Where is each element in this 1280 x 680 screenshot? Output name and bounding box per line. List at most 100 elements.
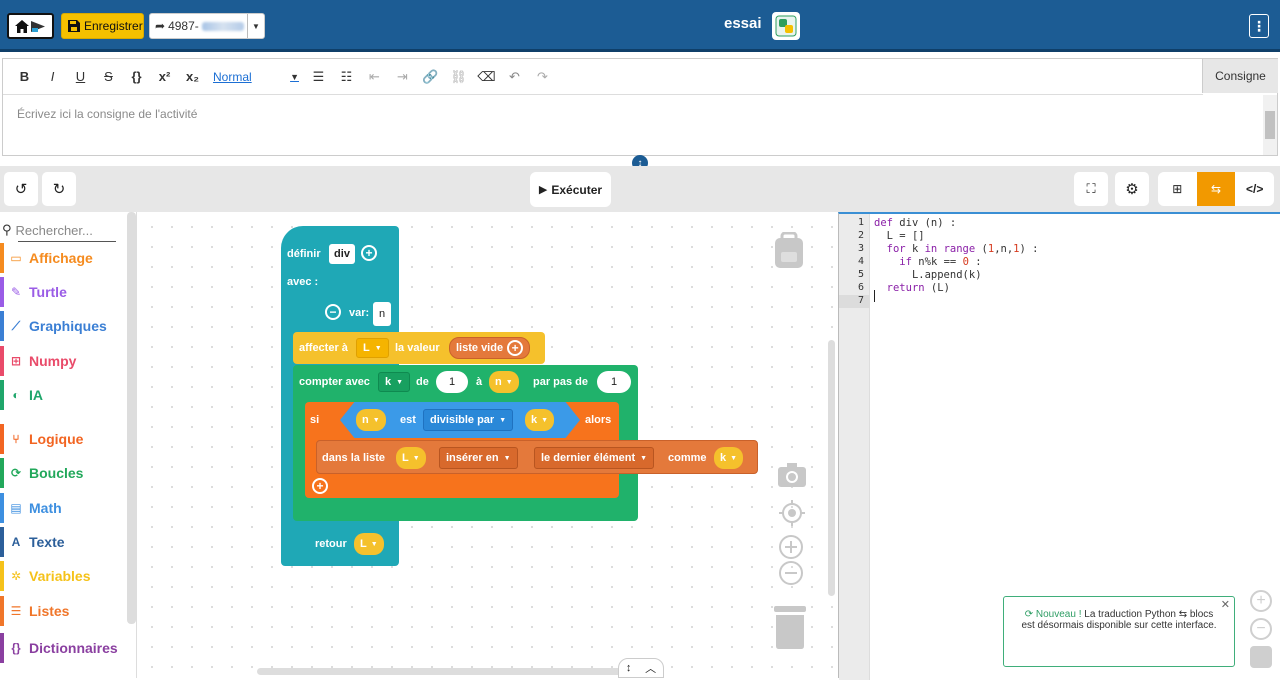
settings-button[interactable]: ⚙ [1115, 172, 1149, 206]
backpack-icon[interactable] [771, 231, 807, 273]
link-icon[interactable]: 🔗 [422, 68, 439, 84]
editor-scroll-thumb[interactable] [1265, 111, 1275, 139]
editor-toolbar: B I U S {} x² x₂ Normal▼ ☰ ☷ ⇤ ⇥ 🔗 ⛓ ⌫ ↶… [3, 59, 1203, 95]
toolbox-category[interactable]: ☰Listes [0, 596, 124, 626]
add-item-icon: + [507, 340, 524, 356]
code-zoom-out-button[interactable]: − [1250, 618, 1272, 640]
blocks-view-button[interactable]: ⊞ [1158, 172, 1197, 206]
strike-button[interactable]: S [104, 69, 113, 84]
execute-button[interactable]: ▶ Exécuter [530, 172, 611, 207]
insert-mode-dropdown[interactable]: insérer en▼ [439, 447, 518, 469]
instructions-placeholder[interactable]: Écrivez ici la consigne de l'activité [17, 107, 198, 121]
code-line[interactable]: L = [] [886, 230, 925, 242]
cond-left-var[interactable]: n▼ [356, 409, 386, 431]
toolbox-search[interactable]: ⚲ Rechercher... [0, 218, 118, 242]
loop-step-field[interactable]: 1 [597, 371, 631, 393]
toolbox-category[interactable]: ▤Math [0, 493, 124, 523]
indent-icon[interactable]: ⇥ [397, 68, 408, 84]
paragraph-style-select[interactable]: Normal▼ [213, 66, 299, 88]
more-menu-button[interactable]: ⋮ [1249, 14, 1269, 38]
loop-to-var[interactable]: n▼ [489, 371, 519, 393]
loop-var-dropdown[interactable]: k▼ [378, 372, 411, 392]
close-icon[interactable]: ✕ [1220, 599, 1230, 611]
caret-down-icon: ▼ [640, 454, 648, 462]
subscript-button[interactable]: x₂ [185, 69, 199, 84]
toolbox-category[interactable]: ⟳Boucles [0, 458, 124, 488]
code-line[interactable]: for k in range (1,n,1) : [886, 243, 1039, 255]
clear-format-icon[interactable]: ⌫ [477, 68, 496, 84]
recenter-icon[interactable] [779, 500, 805, 529]
caret-down-icon: ▼ [499, 416, 507, 424]
count-label: compter avec [299, 376, 370, 388]
insert-position-dropdown[interactable]: le dernier élément▼ [534, 447, 655, 469]
code-button[interactable]: {} [131, 69, 142, 84]
toolbox-category-label: Logique [29, 431, 84, 447]
code-icon: </> [1246, 182, 1264, 196]
caret-down-icon: ▼ [505, 378, 513, 386]
code-zoom-in-button[interactable]: + [1250, 590, 1272, 612]
toolbox-category-label: IA [29, 387, 43, 403]
cond-op-dropdown[interactable]: divisible par▼ [423, 409, 514, 431]
underline-button[interactable]: U [75, 69, 86, 84]
code-reset-button[interactable] [1250, 646, 1272, 668]
toolbox-scrollbar[interactable] [127, 212, 136, 624]
toolbox-category-label: Graphiques [29, 318, 107, 334]
code-line[interactable]: return (L) [886, 282, 950, 294]
code-line[interactable]: L.append(k) [911, 269, 982, 281]
code-view-button[interactable]: </> [1235, 172, 1274, 206]
text-icon: A [11, 535, 21, 549]
redo-icon[interactable]: ↷ [537, 68, 548, 84]
as-var[interactable]: k▼ [714, 447, 744, 469]
save-button[interactable]: Enregistrer [61, 13, 144, 39]
with-label: avec : [287, 276, 319, 288]
toolbox-category[interactable]: ⊞Numpy [0, 346, 124, 376]
empty-list-block[interactable]: liste vide+ [449, 337, 531, 359]
unlink-icon[interactable]: ⛓ [450, 68, 467, 84]
toolbox-category[interactable]: ✎Turtle [0, 277, 124, 307]
outdent-icon[interactable]: ⇤ [369, 68, 380, 84]
inlist-var[interactable]: L▼ [396, 447, 426, 469]
home-button[interactable] [7, 13, 54, 39]
toolbox-category[interactable]: ◐IA [0, 380, 124, 410]
toolbox-category[interactable]: ▭Affichage [0, 243, 124, 273]
remove-param-icon[interactable]: − [325, 304, 341, 320]
blocks-workspace[interactable]: définir div + avec : − var: n affecter à… [137, 212, 837, 678]
workspace-vscroll[interactable] [828, 340, 835, 596]
numbered-list-icon[interactable]: ☷ [340, 68, 353, 84]
undo-icon[interactable]: ↶ [509, 68, 520, 84]
add-param-icon[interactable]: + [361, 245, 377, 261]
toolbox-category[interactable]: ✲Variables [0, 561, 124, 591]
toolbox-category[interactable]: ⟋Graphiques [0, 311, 124, 341]
split-view-button[interactable]: ⇆ [1196, 172, 1236, 206]
bullet-list-icon[interactable]: ☰ [312, 68, 325, 84]
superscript-button[interactable]: x² [158, 69, 171, 84]
workspace-hscroll[interactable] [257, 668, 629, 675]
add-else-icon[interactable]: + [312, 478, 328, 494]
zoom-out-icon[interactable] [778, 560, 804, 589]
redo-button[interactable]: ↻ [42, 172, 76, 206]
editor-scrollbar[interactable] [1263, 95, 1277, 155]
insert-mode-value: insérer en [446, 452, 499, 464]
function-name-field[interactable]: div [329, 244, 355, 264]
workspace-resize-tab[interactable]: ↕︿ [618, 658, 664, 678]
code-line[interactable]: def div (n) : [874, 217, 957, 229]
cond-right-var[interactable]: k▼ [525, 409, 555, 431]
share-button[interactable]: ➦ 4987- ▼ [149, 13, 265, 39]
zoom-in-icon[interactable] [778, 534, 804, 563]
return-var[interactable]: L▼ [354, 533, 384, 555]
trash-icon[interactable] [773, 604, 807, 653]
toolbox-category[interactable]: ⑂Logique [0, 424, 124, 454]
param-name-field[interactable]: n [373, 302, 391, 326]
consigne-tab[interactable]: Consigne [1202, 59, 1278, 93]
loop-from-field[interactable]: 1 [436, 371, 468, 393]
fullscreen-button[interactable]: ⛶ [1074, 172, 1108, 206]
code-line[interactable]: if n%k == 0 : [899, 256, 982, 268]
italic-button[interactable]: I [50, 69, 55, 84]
bold-button[interactable]: B [19, 69, 30, 84]
assign-var-dropdown[interactable]: L▼ [356, 338, 389, 358]
undo-button[interactable]: ↺ [4, 172, 38, 206]
toolbox-category[interactable]: {}Dictionnaires [0, 633, 124, 663]
share-dropdown-caret[interactable]: ▼ [247, 14, 264, 38]
screenshot-icon[interactable] [777, 462, 807, 491]
